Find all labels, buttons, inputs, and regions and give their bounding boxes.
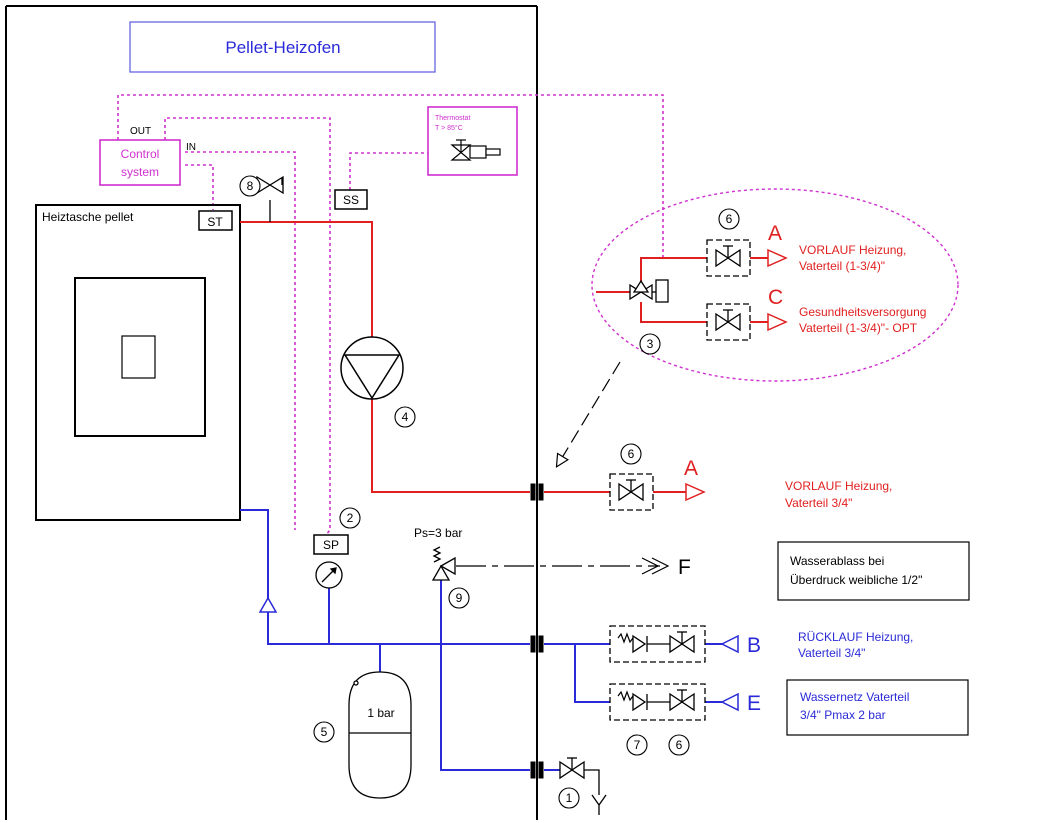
vessel-pressure: 1 bar: [367, 706, 394, 720]
appliance-frame: [5, 5, 538, 820]
connection-letters: A C A F B E: [678, 222, 783, 715]
sensor-sp: SP: [313, 534, 349, 555]
thermostat-label-2: T > 85°C: [435, 124, 463, 132]
valve-group-b: [609, 625, 706, 663]
detail-c-line-1: Gesundheitsversorgung: [799, 305, 926, 319]
num-6-detail: 6: [726, 212, 733, 226]
safety-relief-valve-icon: [431, 546, 456, 581]
num-5: 5: [321, 725, 328, 739]
num-3: 3: [647, 337, 654, 351]
control-wiring: [117, 94, 664, 546]
num-4: 4: [402, 410, 409, 424]
wall-fittings: [530, 483, 544, 779]
f-line-1: Wasserablass bei: [790, 554, 884, 568]
air-vent-valve-icon: [256, 175, 284, 222]
out-label: OUT: [130, 126, 151, 137]
thermostat-valve-icon: [450, 139, 501, 161]
valve-group-e: [609, 683, 706, 721]
title-box: Pellet-Heizofen: [129, 21, 436, 73]
num-2: 2: [347, 511, 354, 525]
sensor-sp-label: SP: [323, 538, 339, 552]
b-line-2: Vaterteil 3/4": [798, 646, 865, 660]
num-6-e: 6: [676, 738, 683, 752]
sensor-st-label: ST: [207, 215, 223, 229]
control-system: Control system OUT IN: [99, 126, 196, 186]
connection-arrows: [258, 248, 788, 712]
letter-f: F: [678, 556, 691, 579]
thermostat: Thermostat T > 85°C: [427, 106, 518, 176]
relief-pressure-label: Ps=3 bar: [414, 526, 462, 540]
control-system-label-2: system: [121, 165, 159, 179]
drain-info-box: Wasserablass bei Überdruck weibliche 1/2…: [777, 541, 970, 601]
letter-b: B: [747, 634, 761, 657]
circulation-pump-icon: [340, 336, 404, 400]
drain-valve-icon: [559, 757, 607, 815]
control-system-label-1: Control: [121, 147, 160, 161]
drain-arrow-head: [641, 557, 670, 575]
boiler: [35, 204, 241, 521]
detail-ellipse: [591, 188, 959, 382]
detail-a-line-2: Vaterteil (1-3/4)": [799, 259, 885, 273]
num-6-a: 6: [628, 447, 635, 461]
page-title: Pellet-Heizofen: [225, 38, 340, 57]
sensor-ss-label: SS: [343, 193, 359, 207]
in-label: IN: [186, 142, 196, 153]
e-line-2: 3/4" Pmax 2 bar: [800, 708, 886, 722]
valve-group-a: [609, 473, 654, 511]
number-labels: 8 3 6 4 6 2 9 5 7 6 1: [247, 179, 733, 805]
b-line-1: RÜCKLAUF Heizung,: [798, 630, 913, 644]
num-9: 9: [456, 591, 463, 605]
num-8: 8: [247, 179, 254, 193]
sensor-ss: SS: [334, 189, 368, 210]
three-way-valve-icon: [629, 279, 669, 303]
boiler-label: Heiztasche pellet: [42, 210, 134, 224]
valve-group-detail-c: [706, 303, 751, 341]
thermostat-label-1: Thermostat: [435, 115, 470, 122]
a-line-1: VORLAUF Heizung,: [785, 479, 892, 493]
letter-a-detail: A: [768, 222, 782, 245]
sensor-st: ST: [198, 210, 233, 231]
letter-c: C: [768, 286, 783, 309]
valve-group-detail-a: [706, 239, 751, 277]
num-1: 1: [566, 791, 573, 805]
expansion-vessel: [348, 671, 412, 799]
number-markers: [239, 175, 740, 809]
e-line-1: Wassernetz Vaterteil: [800, 690, 909, 704]
detail-a-line-1: VORLAUF Heizung,: [799, 243, 906, 257]
flow-line: [240, 221, 768, 493]
letter-e: E: [747, 692, 761, 715]
a-line-2: Vaterteil 3/4": [785, 496, 852, 510]
water-supply-box: Wassernetz Vaterteil 3/4" Pmax 2 bar: [786, 679, 969, 736]
detail-arrow: [557, 361, 621, 466]
pressure-gauge-icon: [315, 561, 343, 589]
letter-a: A: [684, 457, 698, 480]
detail-c-line-2: Vaterteil (1-3/4)"- OPT: [799, 321, 918, 335]
f-line-2: Überdruck weibliche 1/2": [790, 573, 922, 587]
num-7: 7: [634, 738, 641, 752]
connection-texts: VORLAUF Heizung, Vaterteil (1-3/4)" Gesu…: [785, 243, 926, 660]
return-line: [240, 509, 722, 771]
